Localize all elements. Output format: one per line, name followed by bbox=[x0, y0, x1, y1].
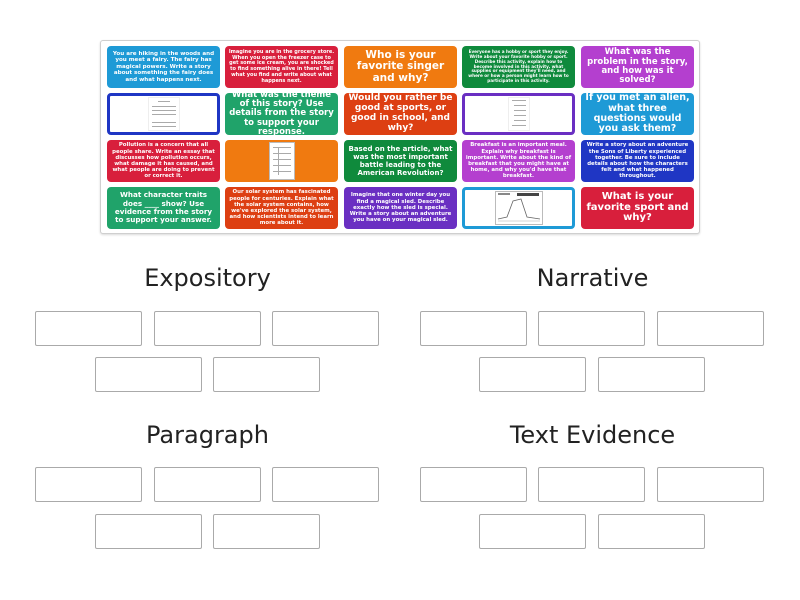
drop-slot[interactable] bbox=[479, 357, 586, 392]
tile-worksheet-image[interactable] bbox=[107, 93, 220, 135]
tile-favorite-sport[interactable]: What is your favorite sport and why? bbox=[581, 187, 694, 229]
tile-sports-or-school[interactable]: Would you rather be good at sports, or g… bbox=[344, 93, 457, 135]
drop-slot[interactable] bbox=[95, 514, 202, 549]
tile-fairy-story[interactable]: You are hiking in the woods and you meet… bbox=[107, 46, 220, 88]
tile-pollution-essay[interactable]: Pollution is a concern that all people s… bbox=[107, 140, 220, 182]
tile-revolution-battle[interactable]: Based on the article, what was the most … bbox=[344, 140, 457, 182]
outline-thumbnail bbox=[507, 97, 530, 131]
tile-solar-system[interactable]: Our solar system has fascinated people f… bbox=[225, 187, 338, 229]
drop-slot[interactable] bbox=[538, 311, 645, 346]
worksheet-thumbnail bbox=[147, 97, 180, 131]
drop-slot[interactable] bbox=[35, 311, 142, 346]
drop-slot[interactable] bbox=[598, 357, 705, 392]
tile-breakfast-essay[interactable]: Breakfast is an important meal. Explain … bbox=[462, 140, 575, 182]
drop-slot[interactable] bbox=[272, 467, 379, 502]
tile-magical-sled[interactable]: Imagine that one winter day you find a m… bbox=[344, 187, 457, 229]
drop-slot[interactable] bbox=[657, 311, 764, 346]
drop-slot[interactable] bbox=[598, 514, 705, 549]
tile-table-image[interactable] bbox=[225, 140, 338, 182]
tile-story-theme[interactable]: What was the theme of this story? Use de… bbox=[225, 93, 338, 135]
drop-slot[interactable] bbox=[95, 357, 202, 392]
drop-slot[interactable] bbox=[213, 514, 320, 549]
tile-hobby-sport[interactable]: Everyone has a hobby or sport they enjoy… bbox=[462, 46, 575, 88]
tile-favorite-singer[interactable]: Who is your favorite singer and why? bbox=[344, 46, 457, 88]
tile-alien-questions[interactable]: If you met an alien, what three question… bbox=[581, 93, 694, 135]
drop-slot[interactable] bbox=[657, 467, 764, 502]
table-thumbnail bbox=[268, 142, 295, 180]
tile-character-traits[interactable]: What character traits does ____ show? Us… bbox=[107, 187, 220, 229]
category-title-expository: Expository bbox=[144, 264, 271, 292]
drop-slot[interactable] bbox=[479, 514, 586, 549]
drop-slot[interactable] bbox=[154, 467, 261, 502]
category-title-paragraph: Paragraph bbox=[146, 421, 269, 449]
drop-slot[interactable] bbox=[538, 467, 645, 502]
tile-grocery-freezer[interactable]: Imagine you are in the grocery store. Wh… bbox=[225, 46, 338, 88]
category-title-text-evidence: Text Evidence bbox=[509, 421, 676, 449]
drop-slot[interactable] bbox=[420, 467, 527, 502]
tile-pool: You are hiking in the woods and you meet… bbox=[100, 40, 700, 234]
drop-slot[interactable] bbox=[35, 467, 142, 502]
drop-slot[interactable] bbox=[272, 311, 379, 346]
tile-story-map-image[interactable] bbox=[462, 187, 575, 229]
tile-sons-of-liberty[interactable]: Write a story about an adventure the Son… bbox=[581, 140, 694, 182]
story-map-thumbnail bbox=[494, 191, 543, 225]
tile-outline-image[interactable] bbox=[462, 93, 575, 135]
category-title-narrative: Narrative bbox=[536, 264, 649, 292]
drop-slot[interactable] bbox=[420, 311, 527, 346]
drop-slot[interactable] bbox=[213, 357, 320, 392]
tile-story-problem[interactable]: What was the problem in the story, and h… bbox=[581, 46, 694, 88]
drop-slot[interactable] bbox=[154, 311, 261, 346]
